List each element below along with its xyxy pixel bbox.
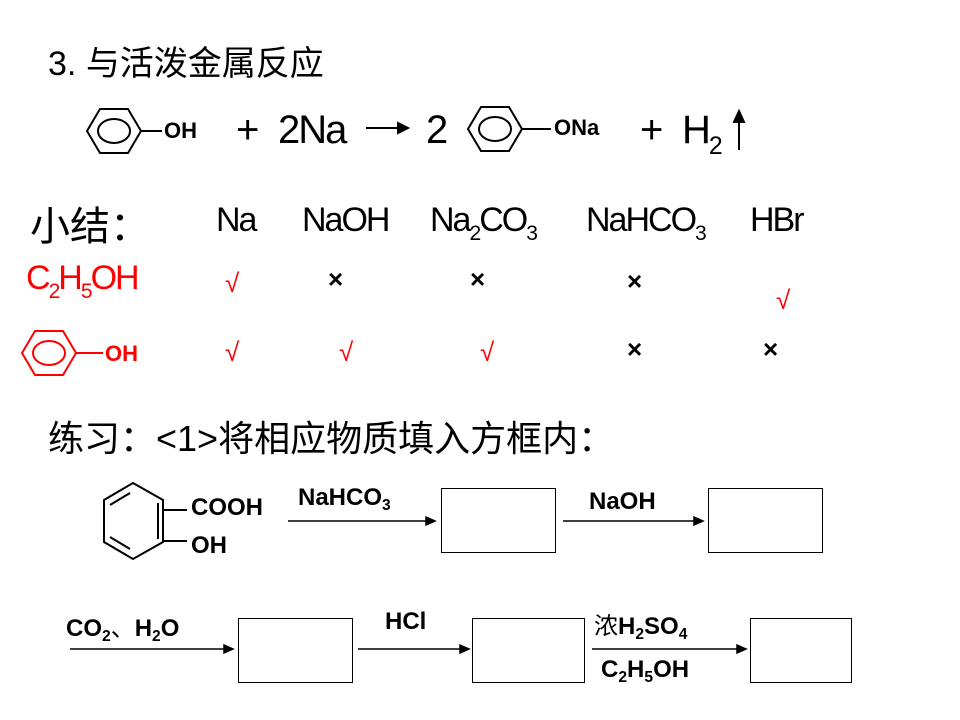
reagent-naoh-arrow: NaOH <box>589 488 656 515</box>
heading-number: 3. <box>48 45 77 83</box>
phenoxide-ring-equation <box>466 106 551 152</box>
reagent-hcl: HCl <box>385 608 427 635</box>
reagent-naoh: NaOH <box>302 201 390 239</box>
answer-box-4[interactable] <box>472 618 585 683</box>
reagent-ethanol: C2H5OH <box>601 656 690 687</box>
answer-box-1[interactable] <box>441 488 556 553</box>
reagent-na2co3: Na2CO3 <box>430 201 538 246</box>
exercise-arrows <box>70 515 748 655</box>
reagent-nahco3: NaHCO3 <box>586 201 707 246</box>
phenol-mark-nahco3: × <box>627 334 643 364</box>
phenol-ring-equation <box>85 108 162 154</box>
reagent-co2-h2o: CO2、H2O <box>66 615 180 646</box>
exercise-label: 练习：<1>将相应物质填入方框内： <box>48 418 615 459</box>
ethanol-mark-na: √ <box>225 268 240 298</box>
equation-2na: 2Na <box>278 108 347 152</box>
phenol-oh-label: OH <box>105 341 138 366</box>
ethanol-mark-na2co3: × <box>470 264 486 294</box>
hydrogen-subscript: 2 <box>708 133 723 161</box>
equation-plus-2: + <box>640 108 663 152</box>
phenol-ring-table <box>20 330 103 376</box>
section-heading: 3. 与活泼金属反应 <box>48 36 324 85</box>
oh-label: OH <box>191 532 227 559</box>
reagent-conc-h2so4: 浓H2SO4 <box>594 613 688 644</box>
phenol-mark-hbr: × <box>763 334 779 364</box>
reaction-arrow <box>366 121 411 135</box>
ethanol-mark-nahco3: × <box>627 266 643 296</box>
phenol-mark-na2co3: √ <box>480 337 495 367</box>
answer-box-5[interactable] <box>750 618 852 683</box>
reagent-na: Na <box>216 201 257 239</box>
answer-box-3[interactable] <box>238 618 353 683</box>
reagent-hbr: HBr <box>750 201 805 239</box>
answer-box-2[interactable] <box>708 488 823 553</box>
reagent-nahco3-arrow: NaHCO3 <box>298 484 391 515</box>
equation-coefficient-2: 2 <box>426 108 448 152</box>
equation-hydrogen: H2 <box>682 108 723 160</box>
ethanol-formula: C2H5OH <box>26 259 140 304</box>
gas-up-arrow <box>732 108 746 150</box>
salicylic-acid-ring <box>103 481 187 561</box>
cooh-label: COOH <box>191 494 263 521</box>
equation-oh-label: OH <box>164 118 197 143</box>
equation-ona-label: ONa <box>554 115 600 140</box>
ethanol-mark-naoh: × <box>328 264 344 294</box>
summary-label: 小结： <box>30 205 150 249</box>
ethanol-mark-hbr: √ <box>776 285 791 315</box>
heading-text: 与活泼金属反应 <box>85 45 324 83</box>
phenol-mark-na: √ <box>225 337 240 367</box>
phenol-mark-naoh: √ <box>339 337 354 367</box>
equation-plus-1: + <box>236 108 259 152</box>
hydrogen-symbol: H <box>682 108 711 152</box>
